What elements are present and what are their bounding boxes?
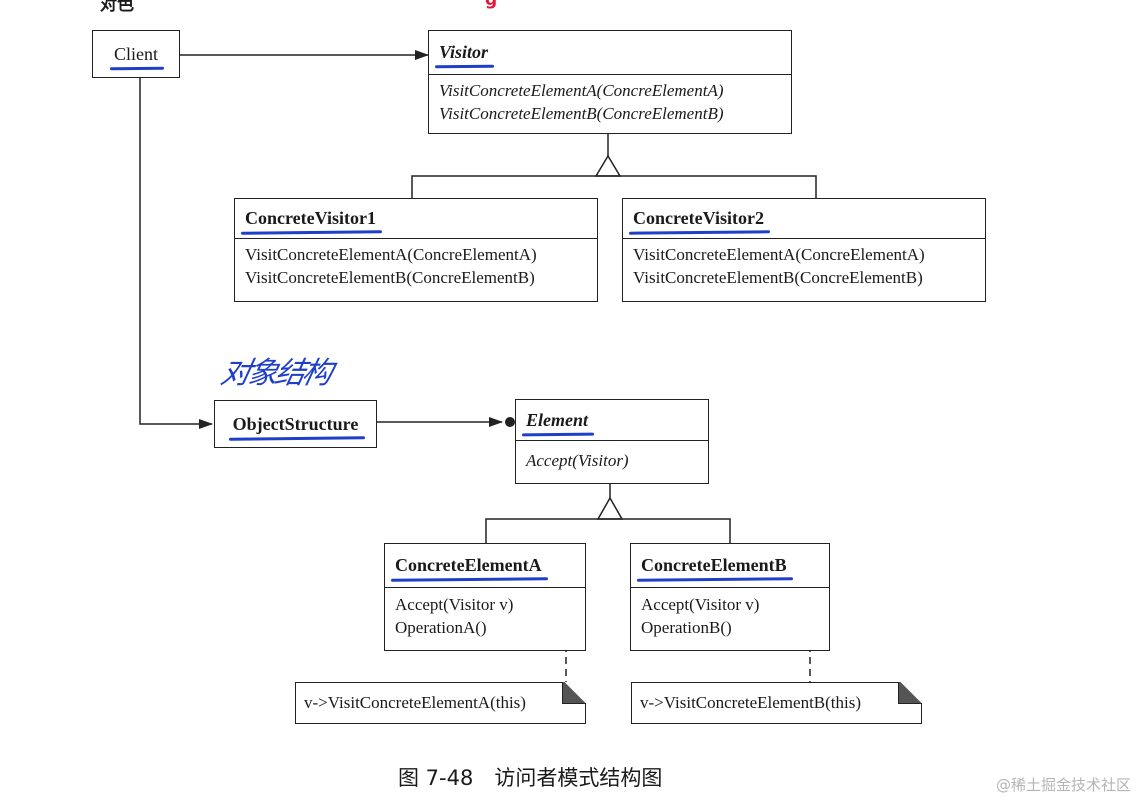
note-element-b-text: v->VisitConcreteElementB(this) bbox=[640, 693, 862, 712]
concrete-element-b-title: ConcreteElementB bbox=[641, 555, 787, 575]
concrete-visitor2-class: ConcreteVisitor2 VisitConcreteElementA(C… bbox=[622, 198, 986, 302]
visitor-title: Visitor bbox=[439, 42, 489, 62]
object-structure-class: ObjectStructure bbox=[214, 400, 377, 448]
element-class: Element Accept(Visitor) bbox=[515, 399, 709, 484]
concrete-visitor2-operation: VisitConcreteElementA(ConcreElementA) bbox=[633, 245, 925, 264]
concrete-visitor2-title: ConcreteVisitor2 bbox=[633, 208, 764, 228]
concrete-element-a-operation: Accept(Visitor v) bbox=[395, 595, 514, 614]
cropped-heading-fragment: 对色 bbox=[100, 0, 134, 15]
concrete-visitor1-title: ConcreteVisitor1 bbox=[245, 208, 376, 228]
concrete-element-b-operation: Accept(Visitor v) bbox=[641, 595, 760, 614]
note-element-b: v->VisitConcreteElementB(this) bbox=[631, 682, 922, 724]
watermark: @稀土掘金技术社区 bbox=[995, 776, 1131, 794]
note-element-a-text: v->VisitConcreteElementA(this) bbox=[304, 693, 526, 712]
element-inheritance-triangle bbox=[596, 496, 624, 520]
client-to-objectstructure-arrow bbox=[139, 78, 213, 429]
visitor-inheritance-triangle bbox=[594, 154, 622, 177]
visitor-operation: VisitConcreteElementA(ConcreElementA) bbox=[439, 81, 724, 100]
note-element-a: v->VisitConcreteElementA(this) bbox=[295, 682, 586, 724]
concrete-visitor1-operation: VisitConcreteElementB(ConcreElementB) bbox=[245, 268, 535, 287]
element-title: Element bbox=[526, 409, 588, 430]
concrete-element-b-class: ConcreteElementB Accept(Visitor v) Opera… bbox=[630, 543, 830, 651]
concrete-element-a-title: ConcreteElementA bbox=[395, 555, 542, 575]
client-class: Client bbox=[92, 30, 180, 78]
concrete-visitor1-operation: VisitConcreteElementA(ConcreElementA) bbox=[245, 245, 537, 264]
concrete-element-a-operation: OperationA() bbox=[395, 618, 487, 637]
visitor-operation: VisitConcreteElementB(ConcreElementB) bbox=[439, 104, 724, 123]
concrete-element-a-class: ConcreteElementA Accept(Visitor v) Opera… bbox=[384, 543, 586, 651]
concrete-visitor1-class: ConcreteVisitor1 VisitConcreteElementA(C… bbox=[234, 198, 598, 302]
visitor-class: Visitor VisitConcreteElementA(ConcreElem… bbox=[428, 30, 792, 134]
multiplicity-dot bbox=[505, 417, 515, 427]
client-label: Client bbox=[114, 43, 158, 64]
element-operation: Accept(Visitor) bbox=[526, 451, 629, 470]
note-fold-icon bbox=[562, 682, 586, 704]
handwritten-annotation: 对象结构 bbox=[217, 356, 333, 391]
concrete-visitor2-operation: VisitConcreteElementB(ConcreElementB) bbox=[633, 268, 923, 287]
object-structure-label: ObjectStructure bbox=[232, 413, 359, 434]
cropped-red-fragment: g bbox=[485, 0, 498, 10]
concrete-element-b-operation: OperationB() bbox=[641, 618, 732, 637]
note-fold-icon bbox=[898, 682, 922, 704]
figure-caption: 图 7-48 访问者模式结构图 bbox=[398, 766, 663, 790]
